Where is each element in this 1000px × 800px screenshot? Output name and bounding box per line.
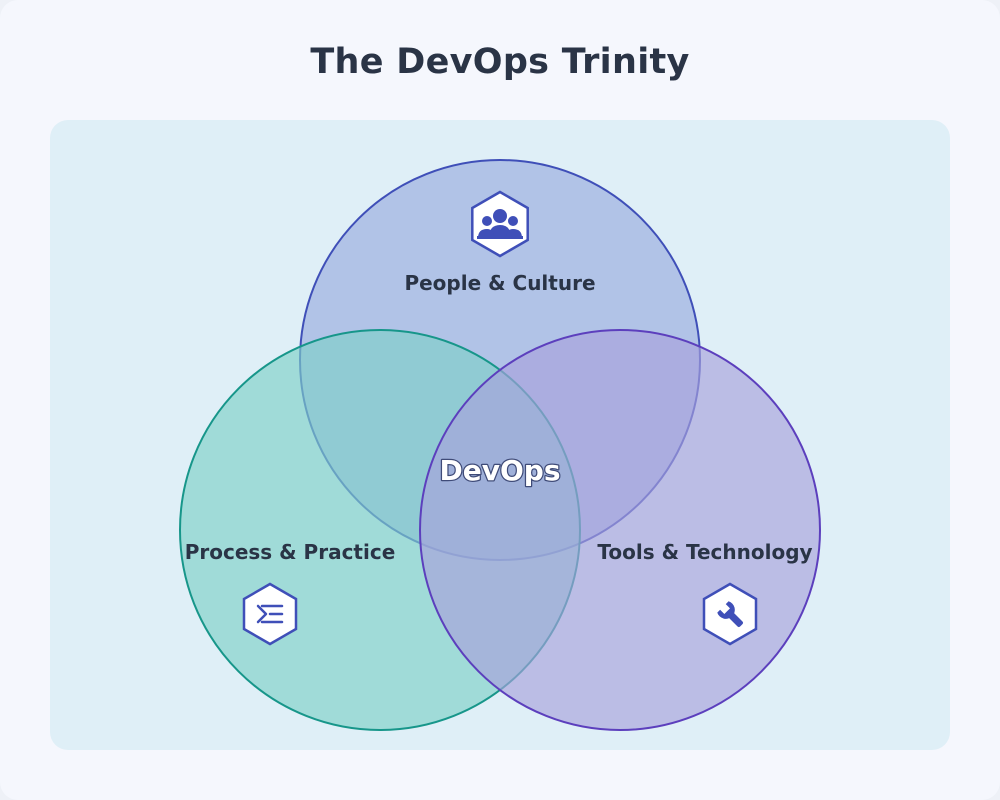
circle-tools-technology (419, 329, 821, 731)
people-group-icon (471, 190, 529, 258)
set-label-people-culture: People & Culture (404, 271, 595, 295)
wrench-icon (702, 582, 758, 646)
process-list-icon (242, 582, 298, 646)
set-label-tools-technology: Tools & Technology (597, 540, 812, 564)
set-label-process-practice: Process & Practice (185, 540, 396, 564)
page-title: The DevOps Trinity (310, 42, 690, 82)
center-label-devops: DevOps (440, 454, 561, 487)
